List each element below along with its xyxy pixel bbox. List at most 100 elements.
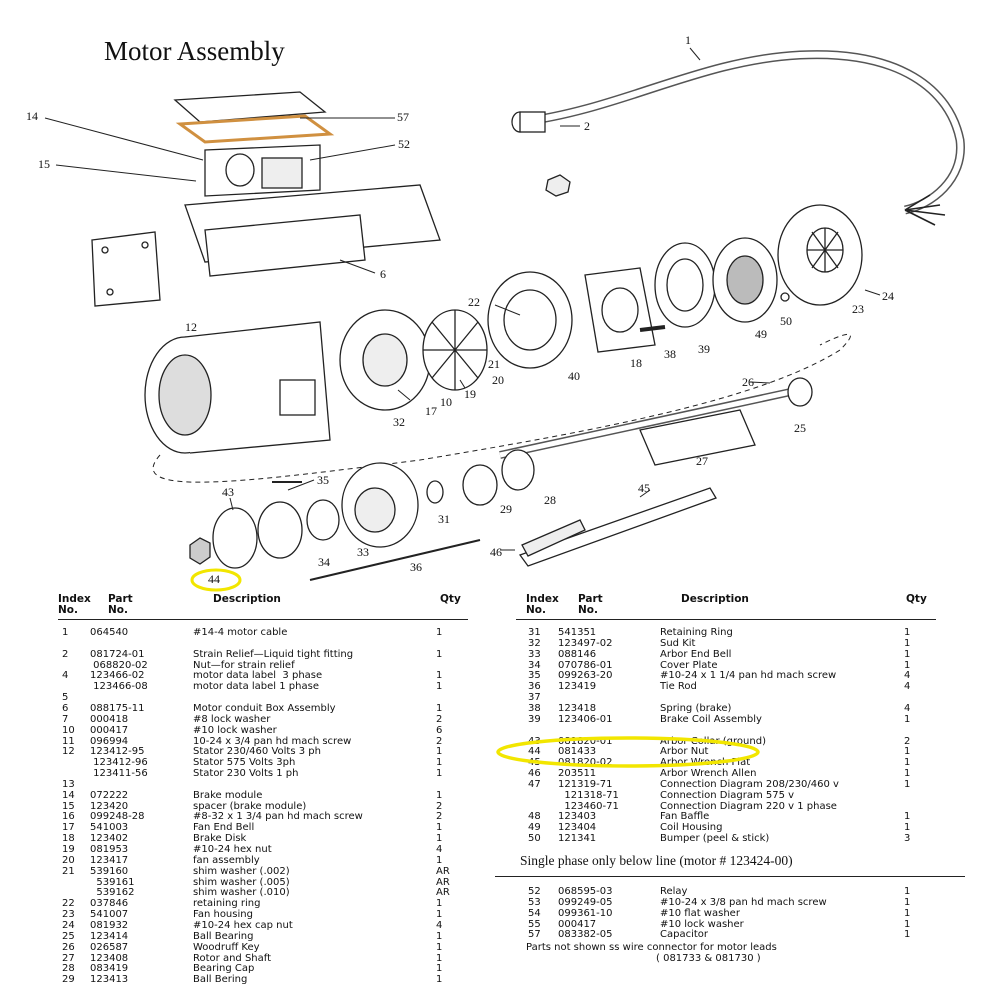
description-cell: #8 lock washer xyxy=(193,713,271,725)
svg-text:26: 26 xyxy=(742,375,754,389)
index-cell: 47 xyxy=(528,778,541,790)
part-cell: 203511 xyxy=(558,768,597,780)
part-cell: 121319-71 xyxy=(558,778,613,790)
description-cell: Fan housing xyxy=(193,909,253,921)
index-cell: 48 xyxy=(528,811,541,823)
qty-cell: AR xyxy=(436,865,450,877)
part-cell: 123460-71 xyxy=(558,800,619,812)
svg-text:14: 14 xyxy=(26,109,38,123)
qty-cell: AR xyxy=(436,887,450,899)
description-cell: Relay xyxy=(660,886,688,897)
qty-cell: 4 xyxy=(904,681,911,693)
arbor-wrench-allen xyxy=(521,519,586,557)
strain-relief-nut xyxy=(545,174,571,197)
svg-text:29: 29 xyxy=(500,502,512,516)
index-cell: 44 xyxy=(528,746,541,758)
rotor-and-shaft xyxy=(499,386,801,466)
qty-cell: 1 xyxy=(436,768,443,780)
svg-text:36: 36 xyxy=(410,560,422,574)
qty-cell: 1 xyxy=(904,822,911,834)
svg-text:43: 43 xyxy=(222,485,234,499)
retaining-ring xyxy=(426,480,444,504)
qty-cell: 2 xyxy=(436,735,443,747)
qty-cell: 1 xyxy=(436,670,443,682)
part-cell: 123406-01 xyxy=(558,713,613,725)
description-cell: Coil Housing xyxy=(660,822,723,834)
qty-cell: 1 xyxy=(436,822,443,834)
svg-text:2: 2 xyxy=(584,119,590,133)
header-description-right: Description xyxy=(681,593,749,605)
description-cell: shim washer (.002) xyxy=(193,865,290,877)
ball-bearing xyxy=(787,377,813,407)
page-title: Motor Assembly xyxy=(104,36,285,66)
description-cell: Arbor End Bell xyxy=(660,648,732,660)
part-cell: 539160 xyxy=(90,865,129,877)
description-cell: Stator 575 Volts 3ph xyxy=(193,757,296,769)
qty-cell: AR xyxy=(436,876,450,888)
description-cell: #10 lock washer xyxy=(193,724,277,736)
part-cell: 539162 xyxy=(90,887,135,899)
ball-bering xyxy=(462,464,498,506)
description-cell: 10-24 x 3/4 pan hd mach screw xyxy=(193,735,352,747)
part-cell: 541351 xyxy=(558,627,597,638)
part-cell: 081820-01 xyxy=(558,735,613,747)
qty-cell: 1 xyxy=(436,930,443,942)
part-cell: 121341 xyxy=(558,833,597,845)
part-cell: 000417 xyxy=(90,724,129,736)
header-qty: Qty xyxy=(440,593,461,605)
part-cell: 123413 xyxy=(90,974,129,986)
part-cell: 081820-02 xyxy=(558,757,613,769)
exploded-view-diagram: 1 2 14 15 57 52 6 12 22 18 38 39 49 23 2… xyxy=(26,33,965,592)
qty-cell: 1 xyxy=(436,627,443,638)
qty-cell: 1 xyxy=(436,789,443,801)
qty-cell: 1 xyxy=(904,713,911,725)
svg-text:22: 22 xyxy=(468,295,480,309)
part-cell: 088175-11 xyxy=(90,702,145,714)
arbor-nut xyxy=(189,537,211,565)
qty-cell: 1 xyxy=(436,757,443,769)
description-cell: retaining ring xyxy=(193,898,261,910)
qty-cell: 1 xyxy=(904,886,911,897)
qty-cell: 1 xyxy=(436,854,443,866)
qty-cell: 1 xyxy=(436,963,443,975)
part-cell: 121318-71 xyxy=(558,789,619,801)
index-cell: 36 xyxy=(528,681,541,693)
highlight-marker-44 xyxy=(190,568,242,592)
svg-text:50: 50 xyxy=(780,314,792,328)
qty-cell: 6 xyxy=(436,724,443,736)
svg-text:6: 6 xyxy=(380,267,386,281)
qty-cell: 1 xyxy=(904,778,911,790)
part-cell: 088146 xyxy=(558,648,597,660)
index-cell: 52 xyxy=(528,886,541,897)
description-cell: Nut—for strain relief xyxy=(193,659,295,671)
part-cell: 123497-02 xyxy=(558,637,613,649)
svg-text:20: 20 xyxy=(492,373,504,387)
index-cell: 15 xyxy=(62,800,75,812)
index-cell: 19 xyxy=(62,844,75,855)
header-rule xyxy=(58,619,468,620)
index-cell: 26 xyxy=(62,941,75,953)
description-cell: Bearing Cap xyxy=(193,963,255,975)
qty-cell: 1 xyxy=(436,833,443,845)
part-cell: 099263-20 xyxy=(558,670,613,682)
description-cell: motor data label 1 phase xyxy=(193,681,319,693)
qty-cell: 1 xyxy=(904,659,911,671)
index-cell: 5 xyxy=(62,692,69,704)
index-cell: 20 xyxy=(62,854,75,866)
index-cell: 22 xyxy=(62,898,75,910)
qty-cell: 1 xyxy=(904,637,911,649)
part-cell: 123408 xyxy=(90,952,129,964)
qty-cell: 1 xyxy=(904,746,911,758)
brake-disk xyxy=(584,267,656,353)
index-cell: 49 xyxy=(528,822,541,834)
description-cell: Ball Bering xyxy=(193,974,248,986)
header-qty-right: Qty xyxy=(906,593,927,605)
description-cell: Retaining Ring xyxy=(660,627,733,638)
coil-housing xyxy=(712,237,778,323)
index-cell: 11 xyxy=(62,735,75,747)
footnote-line-1: Parts not shown ss wire connector for mo… xyxy=(526,942,777,953)
index-cell: 39 xyxy=(528,713,541,725)
arbor-end-bell xyxy=(341,462,419,548)
arbor-collar-2 xyxy=(212,507,258,569)
part-cell: 123418 xyxy=(558,702,597,714)
